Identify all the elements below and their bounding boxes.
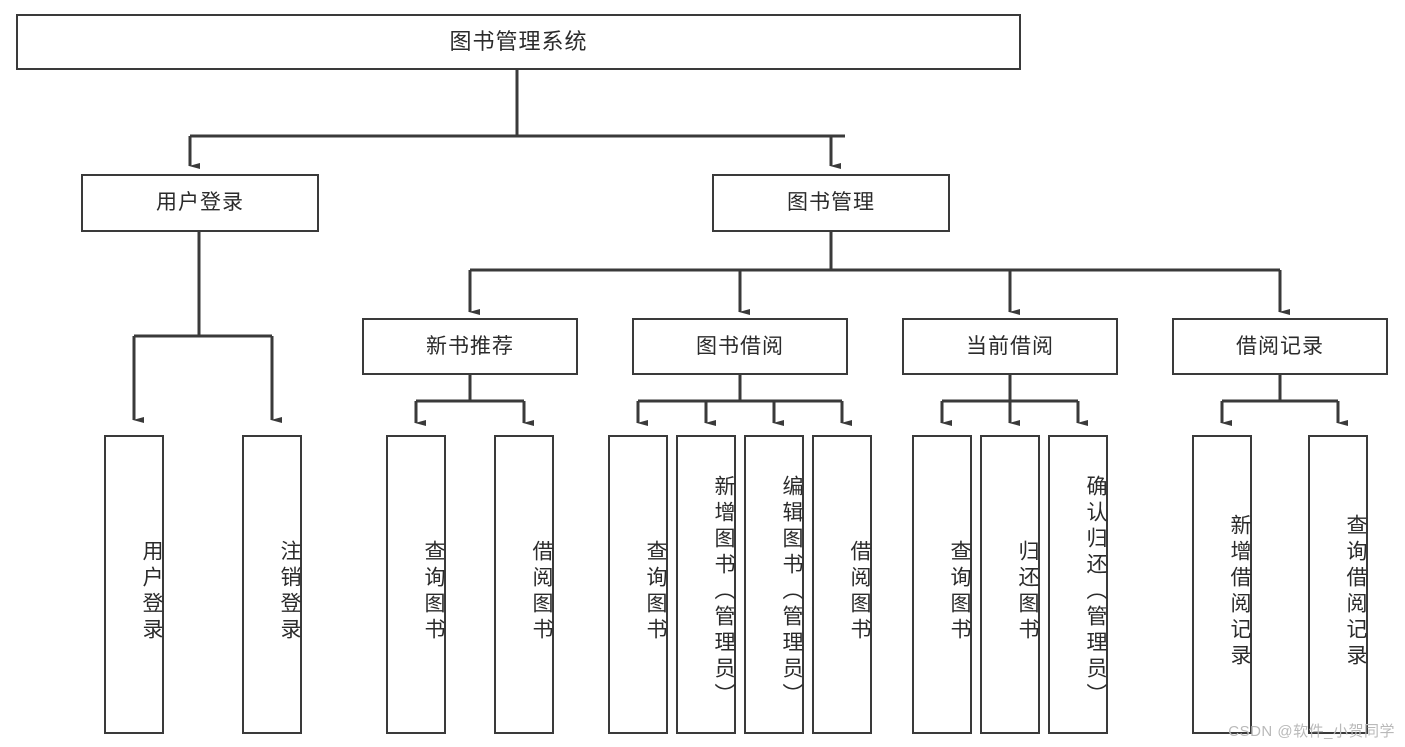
node-leaf-query-record[interactable]: 查询借阅记录 [1308,435,1368,734]
node-new-book-recommend-label: 新书推荐 [426,334,514,358]
node-leaf-user-login[interactable]: 用户登录 [104,435,164,734]
node-leaf-query-book-1-label: 查询图书 [422,539,445,644]
node-leaf-borrow-book-1[interactable]: 借阅图书 [494,435,554,734]
node-borrow-record-label: 借阅记录 [1236,334,1324,358]
node-leaf-confirm-return[interactable]: 确认归还（管理员） [1048,435,1108,734]
node-new-book-recommend[interactable]: 新书推荐 [362,318,578,375]
node-current-borrow[interactable]: 当前借阅 [902,318,1118,375]
node-leaf-confirm-return-label: 确认归还（管理员） [1084,474,1107,709]
node-leaf-logout-login-label: 注销登录 [278,539,301,644]
node-leaf-query-book-1[interactable]: 查询图书 [386,435,446,734]
node-book-management[interactable]: 图书管理 [712,174,950,232]
node-leaf-return-book[interactable]: 归还图书 [980,435,1040,734]
node-leaf-query-book-2[interactable]: 查询图书 [608,435,668,734]
node-leaf-query-record-label: 查询借阅记录 [1344,513,1367,670]
node-leaf-edit-book[interactable]: 编辑图书（管理员） [744,435,804,734]
node-leaf-return-book-label: 归还图书 [1016,539,1039,644]
node-leaf-query-book-3-label: 查询图书 [948,539,971,644]
node-leaf-borrow-book-2-label: 借阅图书 [848,539,871,644]
node-book-borrow[interactable]: 图书借阅 [632,318,848,375]
node-leaf-borrow-book-2[interactable]: 借阅图书 [812,435,872,734]
node-leaf-add-book-label: 新增图书（管理员） [712,474,735,709]
node-leaf-query-book-2-label: 查询图书 [644,539,667,644]
node-current-borrow-label: 当前借阅 [966,334,1054,358]
node-book-management-label: 图书管理 [787,191,875,215]
node-leaf-query-book-3[interactable]: 查询图书 [912,435,972,734]
node-user-login-label: 用户登录 [156,191,244,215]
node-root[interactable]: 图书管理系统 [16,14,1021,70]
node-leaf-edit-book-label: 编辑图书（管理员） [780,474,803,709]
watermark-csdn: CSDN @软件_小贺同学 [1228,723,1395,740]
node-borrow-record[interactable]: 借阅记录 [1172,318,1388,375]
node-book-borrow-label: 图书借阅 [696,334,784,358]
node-leaf-borrow-book-1-label: 借阅图书 [530,539,553,644]
node-leaf-add-record-label: 新增借阅记录 [1228,513,1251,670]
node-root-label: 图书管理系统 [449,28,588,54]
node-leaf-logout-login[interactable]: 注销登录 [242,435,302,734]
node-leaf-add-record[interactable]: 新增借阅记录 [1192,435,1252,734]
node-leaf-user-login-label: 用户登录 [140,539,163,644]
node-leaf-add-book[interactable]: 新增图书（管理员） [676,435,736,734]
node-user-login[interactable]: 用户登录 [81,174,319,232]
